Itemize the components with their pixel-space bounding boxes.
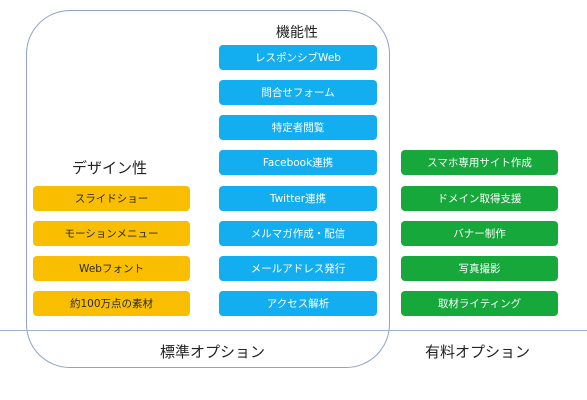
paid-options-label: 有料オプション (425, 343, 531, 361)
function-item-newsletter: メルマガ作成・配信 (219, 221, 377, 246)
design-item-web-font: Webフォント (33, 256, 190, 281)
standard-options-label: 標準オプション (160, 343, 266, 361)
design-item-materials: 約100万点の素材 (33, 291, 190, 316)
paid-item-photo: 写真撮影 (401, 256, 558, 281)
design-heading: デザイン性 (72, 159, 148, 177)
function-item-restricted-view: 特定者閲覧 (219, 115, 377, 140)
divider-line (0, 330, 587, 331)
function-heading: 機能性 (276, 25, 318, 41)
paid-item-writing: 取材ライティング (401, 291, 558, 316)
function-item-email-address: メールアドレス発行 (219, 256, 377, 281)
function-item-contact-form: 問合せフォーム (219, 80, 377, 105)
paid-item-smartphone-site: スマホ専用サイト作成 (401, 150, 558, 175)
design-item-motion-menu: モーションメニュー (33, 221, 190, 246)
function-item-analytics: アクセス解析 (219, 291, 377, 316)
function-item-twitter: Twitter連携 (219, 186, 377, 211)
standard-options-frame (26, 10, 390, 368)
paid-item-domain: ドメイン取得支援 (401, 186, 558, 211)
paid-item-banner: バナー制作 (401, 221, 558, 246)
design-item-slideshow: スライドショー (33, 186, 190, 211)
function-item-responsive: レスポンシブWeb (219, 45, 377, 70)
function-item-facebook: Facebook連携 (219, 150, 377, 175)
